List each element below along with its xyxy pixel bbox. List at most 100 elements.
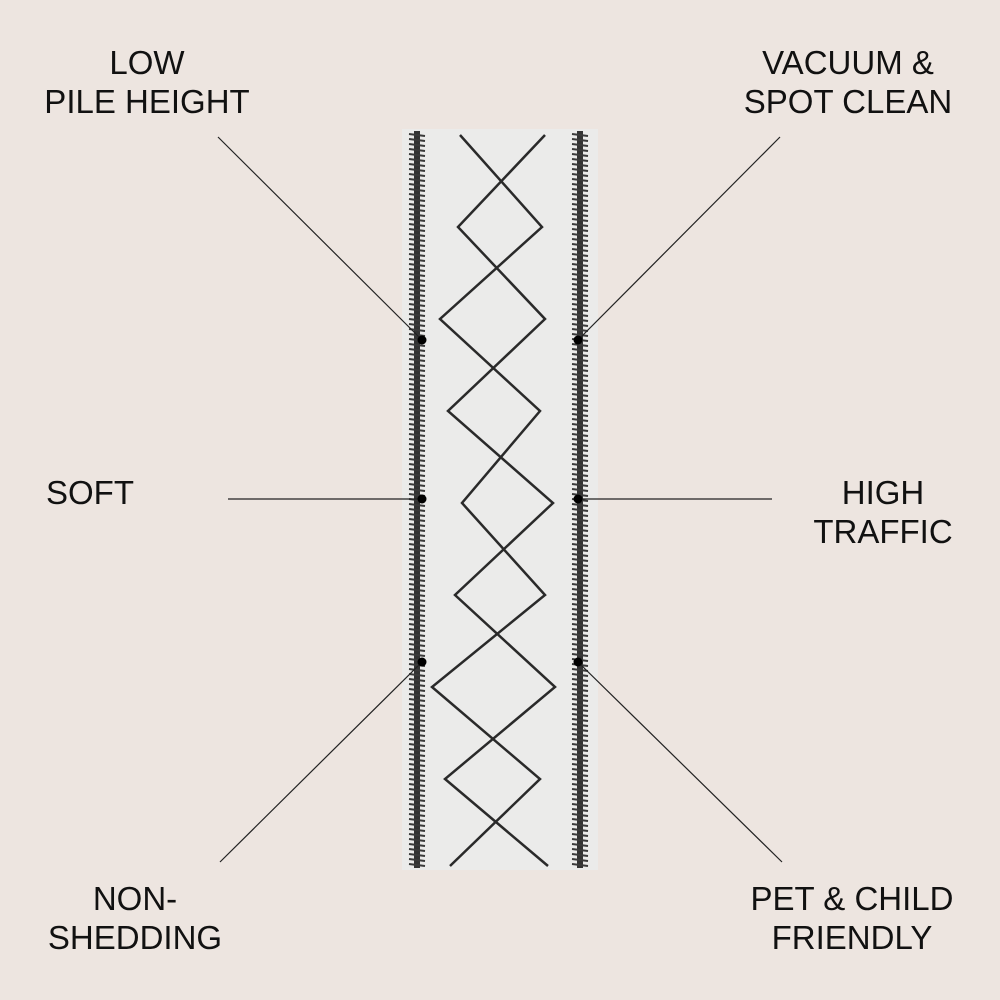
rug-stripe-tuft: [571, 288, 589, 292]
rug-stripe-tuft: [571, 603, 589, 607]
rug-stripe-tuft: [571, 248, 589, 252]
rug-stripe-tuft: [408, 283, 426, 287]
rug-stripe-tuft: [408, 183, 426, 187]
rug-stripe-tuft: [571, 273, 589, 277]
rug-stripe-tuft: [571, 313, 589, 317]
rug-stripe-tuft: [408, 323, 426, 327]
rug-stripe-tuft: [571, 173, 589, 177]
feature-pet-child-friendly: PET & CHILD FRIENDLY: [751, 879, 954, 957]
rug-stripe-tuft: [571, 448, 589, 452]
rug-stripe-tuft: [571, 753, 589, 757]
rug-stripe-tuft: [408, 298, 426, 302]
rug-stripe-tuft: [408, 218, 426, 222]
callout-dots: [417, 335, 583, 667]
rug-stripe-tuft: [408, 708, 426, 712]
feature-vacuum-spot-clean: VACUUM & SPOT CLEAN: [744, 43, 952, 121]
rug-stripe-tuft: [408, 833, 426, 837]
callout-dot: [417, 494, 427, 504]
rug-stripe-tuft: [571, 388, 589, 392]
rug-stripe-tuft: [408, 543, 426, 547]
rug-stripe-tuft: [571, 408, 589, 412]
rug-stripe-tuft: [571, 383, 589, 387]
rug-stripe-tuft: [571, 178, 589, 182]
rug-stripe-tuft: [571, 253, 589, 257]
rug-stripe-tuft: [571, 228, 589, 232]
rug-stripe-tuft: [408, 303, 426, 307]
rug-stripe-tuft: [571, 648, 589, 652]
rug-stripe-tuft: [571, 363, 589, 367]
rug-stripe-tuft: [408, 238, 426, 242]
rug-stripe-tuft: [571, 133, 589, 137]
rug-stripe-tuft: [408, 163, 426, 167]
rug-stripe-tuft: [571, 268, 589, 272]
rug-stripe-tuft: [408, 508, 426, 512]
rug-stripe-tuft: [408, 688, 426, 692]
rug-stripe-tuft: [408, 313, 426, 317]
rug-stripe-tuft: [571, 848, 589, 852]
rug-stripe-tuft: [408, 373, 426, 377]
rug-stripe-tuft: [408, 553, 426, 557]
rug-stripe-tuft: [571, 258, 589, 262]
rug-stripe-tuft: [571, 238, 589, 242]
rug-stripe-tuft: [571, 808, 589, 812]
rug-stripe-tuft: [571, 548, 589, 552]
rug-stripe-tuft: [408, 618, 426, 622]
rug-stripe-tuft: [408, 273, 426, 277]
rug-stripe-tuft: [571, 758, 589, 762]
rug-stripe-tuft: [571, 668, 589, 672]
rug-stripe-tuft: [408, 668, 426, 672]
rug-stripe-tuft: [571, 773, 589, 777]
rug-stripe-tuft: [408, 673, 426, 677]
label-line: SPOT CLEAN: [743, 83, 953, 120]
rug-stripe-tuft: [408, 838, 426, 842]
rug-stripe-tuft: [408, 848, 426, 852]
rug-stripe-tuft: [571, 483, 589, 487]
rug-stripe-tuft: [571, 293, 589, 297]
rug-stripe-tuft: [571, 798, 589, 802]
rug-stripe-tuft: [571, 778, 589, 782]
rug-stripe-tuft: [408, 558, 426, 562]
rug-stripe-tuft: [408, 353, 426, 357]
rug-stripe-tuft: [408, 263, 426, 267]
rug-stripe-tuft: [571, 433, 589, 437]
rug-stripe-tuft: [571, 788, 589, 792]
rug-stripe-tuft: [571, 523, 589, 527]
rug-stripe-tuft: [408, 678, 426, 682]
rug-stripe-tuft: [571, 578, 589, 582]
rug-stripe-tuft: [408, 478, 426, 482]
rug-stripe-tuft: [571, 218, 589, 222]
rug-stripe-tuft: [408, 458, 426, 462]
rug-stripe-tuft: [408, 628, 426, 632]
rug-stripe-tuft: [571, 793, 589, 797]
rug-stripe-tuft: [571, 618, 589, 622]
rug-stripe-tuft: [571, 863, 589, 867]
callout-line: [577, 136, 781, 341]
rug-stripe-tuft: [571, 278, 589, 282]
rug-stripe-tuft: [571, 823, 589, 827]
rug-stripe-tuft: [408, 168, 426, 172]
rug-stripe-tuft: [571, 473, 589, 477]
rug-stripe-tuft: [571, 643, 589, 647]
rug-stripe-tuft: [408, 483, 426, 487]
rug-stripe-tuft: [408, 293, 426, 297]
rug-stripe-tuft: [571, 203, 589, 207]
rug-stripe-tuft: [571, 653, 589, 657]
rug-stripe-tuft: [408, 783, 426, 787]
label-line: PILE HEIGHT: [44, 83, 250, 120]
rug-stripe-tuft: [571, 458, 589, 462]
rug-stripe-tuft: [408, 748, 426, 752]
rug-stripe-tuft: [571, 508, 589, 512]
rug-stripe-tuft: [408, 773, 426, 777]
rug-stripe-tuft: [571, 678, 589, 682]
rug-stripe-tuft: [571, 168, 589, 172]
rug-stripe-tuft: [408, 308, 426, 312]
rug-stripe-tuft: [571, 378, 589, 382]
rug-diamond-pattern: [430, 134, 557, 867]
rug-stripe-tuft: [571, 183, 589, 187]
rug-stripe-tuft: [571, 143, 589, 147]
rug-stripe-tuft: [408, 578, 426, 582]
label-line: NON-: [92, 880, 178, 917]
rug-stripe-tuft: [571, 208, 589, 212]
rug-stripe-tuft: [571, 638, 589, 642]
rug-stripe-tuft: [571, 853, 589, 857]
